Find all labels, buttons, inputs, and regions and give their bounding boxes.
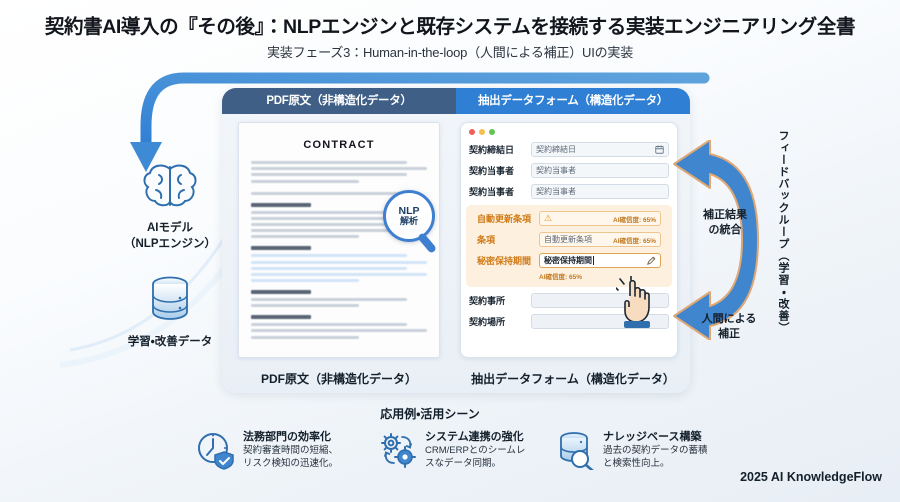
human-correction-label: 人間による 補正 (701, 313, 757, 340)
training-data-label: 学習・改善データ (127, 336, 213, 348)
confidence-badge: AI確信度: 65% (613, 216, 656, 224)
field-label: 契約当事者 (469, 187, 515, 197)
use-case-card: ナレッジベース構築 過去の契約データの蓄積 と検索性向上。 (556, 430, 716, 471)
form-row[interactable]: 秘密保持期間 秘密保持期間 (469, 250, 669, 271)
minimize-dot-icon[interactable] (479, 129, 485, 135)
confidence-badge: AI確信度: 65% (613, 237, 656, 245)
form-row[interactable]: 契約当事者 契約当事者 (461, 181, 677, 202)
hand-pointer-icon (616, 276, 650, 328)
field-value: 契約締結日 (536, 145, 576, 154)
pane-header-form: 抽出データフォーム（構造化データ） (456, 88, 690, 114)
footer-credit: 2025 AI KnowledgeFlow (740, 470, 882, 484)
use-case-body: 契約審査時間の短縮、 リスク検知の迅速化。 (243, 445, 339, 470)
form-rows-low-confidence: 自動更新条項 ⚠ AI確信度: 65% 条項 自動更新条項 AI確信度: 65% 秘密保持期… (466, 205, 672, 287)
field-label: 秘密保持期間 (477, 256, 532, 266)
brain-icon (143, 164, 197, 207)
use-case-card: 法務部門の効率化 契約審査時間の短縮、 リスク検知の迅速化。 (196, 430, 366, 471)
pencil-edit-icon[interactable] (646, 256, 656, 266)
warning-triangle-icon: ⚠ (544, 213, 553, 223)
field-input[interactable]: 契約当事者 (531, 184, 669, 199)
window-traffic-lights (461, 123, 677, 139)
use-case-card: システム連携の強化 CRM/ERPとのシームレ スなデータ同期。 (378, 430, 550, 471)
page-title: 契約書AI導入の『その後』：NLPエンジンと既存システムを接続する実装エンジニア… (44, 16, 856, 38)
page-subtitle: 実装フェーズ3：Human-in-the-loop（人間による補正）UIの実装 (266, 45, 634, 60)
maximize-dot-icon[interactable] (489, 129, 495, 135)
use-case-title: 法務部門の効率化 (243, 431, 331, 443)
database-icon (152, 276, 188, 320)
use-case-title: ナレッジベース構築 (603, 431, 702, 443)
extraction-form-window[interactable]: 契約締結日契約締結日契約当事者契約当事者契約当事者契約当事者 自動更新条項⚠AI… (460, 122, 678, 358)
field-input[interactable]: 契約締結日 (531, 142, 669, 157)
nlp-magnifier: NLP 解析 (383, 190, 438, 254)
close-dot-icon[interactable] (469, 129, 475, 135)
form-caption: 抽出データフォーム（構造化データ） (471, 372, 675, 386)
use-case-body: 過去の契約データの蓄積 と検索性向上。 (603, 445, 708, 470)
clock-shield-icon (198, 433, 234, 470)
training-data-block: 学習・改善データ (104, 274, 236, 351)
feedback-loop-label: フィードバックループ（学習・改善） (777, 130, 789, 334)
field-input[interactable]: 秘密保持期間 (539, 253, 661, 268)
form-row[interactable]: 契約当事者 契約当事者 (461, 160, 677, 181)
magnifier-label-line1: NLP (398, 204, 420, 217)
pdf-body-text (239, 161, 439, 339)
pdf-document-title: CONTRACT (303, 139, 375, 151)
field-value: 秘密保持期間 (544, 256, 592, 265)
field-value: 契約当事者 (536, 166, 576, 175)
database-search-icon (560, 432, 594, 470)
field-label: 契約事所 (469, 296, 506, 306)
form-row[interactable]: 条項 自動更新条項 AI確信度: 65% (469, 229, 669, 250)
ai-model-label: AIモデル （NLPエンジン） (124, 222, 216, 250)
use-case-title: システム連携の強化 (425, 431, 524, 443)
field-label: 自動更新条項 (477, 214, 532, 224)
field-value: 契約当事者 (536, 187, 576, 196)
pane-header-pdf: PDF原文（非構造化データ） (222, 88, 456, 114)
field-value: 自動更新条項 (544, 235, 592, 244)
magnifier-label-line2: 解析 (399, 215, 418, 226)
feedback-loop-arrows (673, 140, 759, 340)
form-rows-normal: 契約締結日契約締結日契約当事者契約当事者契約当事者契約当事者 (461, 139, 677, 202)
use-case-body: CRM/ERPとのシームレ スなデータ同期。 (425, 445, 526, 470)
field-label: 契約場所 (469, 317, 506, 327)
merge-result-label: 補正結果 の統合 (703, 209, 747, 236)
use-cases-heading: 応用例・活用シーン (380, 407, 480, 421)
field-input[interactable]: 契約当事者 (531, 163, 669, 178)
field-input[interactable]: ⚠ AI確信度: 65% (539, 211, 661, 226)
form-row[interactable]: 契約締結日 契約締結日 (461, 139, 677, 160)
field-label: 契約当事者 (469, 166, 515, 176)
feedback-arrow-to-ai (130, 72, 710, 172)
ai-model-block: AIモデル （NLPエンジン） (104, 160, 236, 252)
form-row[interactable]: 自動更新条項 ⚠ AI確信度: 65% (469, 208, 669, 229)
magnifier-icon: NLP 解析 (383, 190, 435, 242)
gears-sync-icon (381, 433, 416, 468)
field-input[interactable]: 自動更新条項 AI確信度: 65% (539, 232, 661, 247)
field-label: 契約締結日 (469, 145, 515, 155)
pdf-caption: PDF原文（非構造化データ） (260, 372, 417, 386)
calendar-icon[interactable] (655, 145, 664, 154)
text-caret (593, 256, 594, 265)
field-label: 条項 (477, 235, 496, 245)
confidence-badge: AI確信度: 65% (539, 274, 582, 281)
